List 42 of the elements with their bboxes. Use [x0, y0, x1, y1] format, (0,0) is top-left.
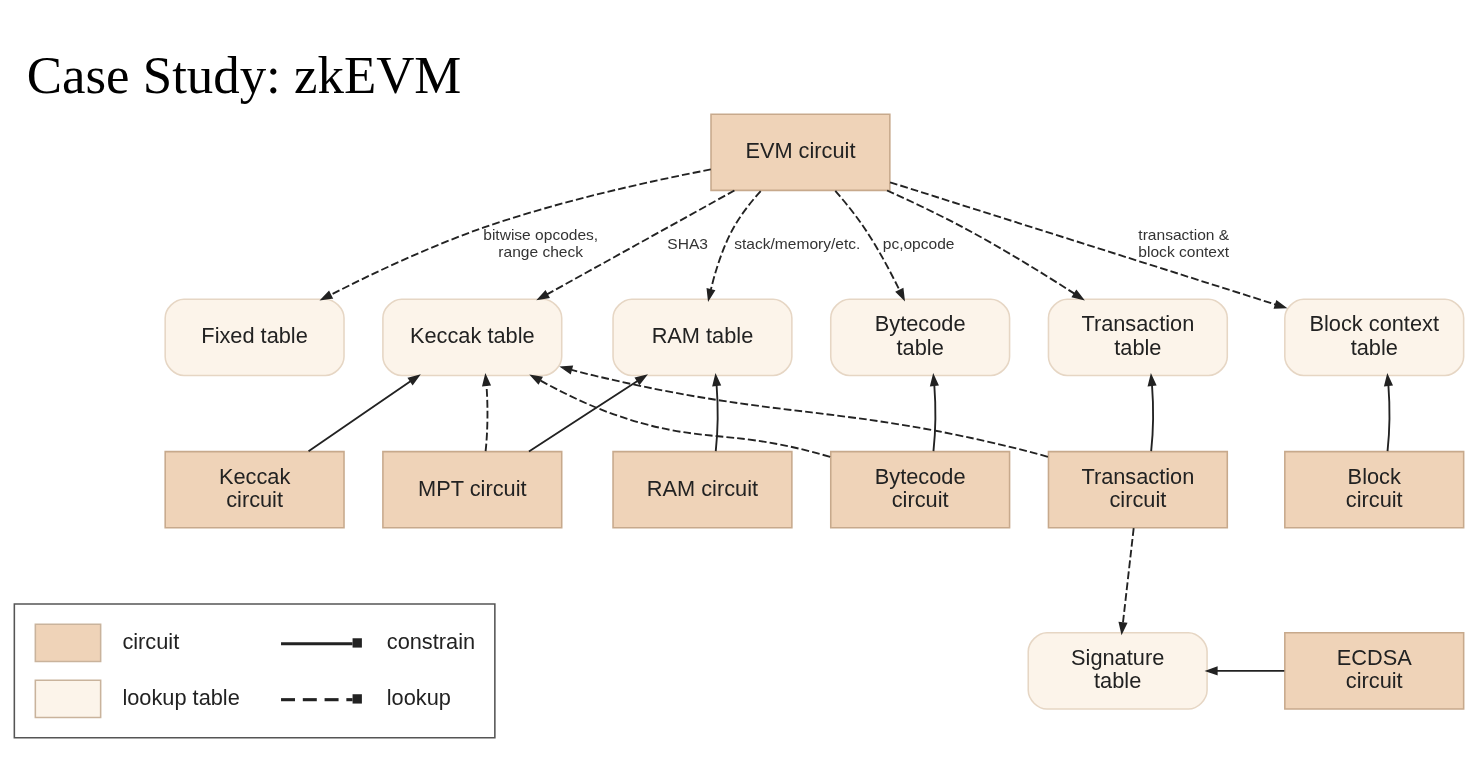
arrow: [307, 374, 421, 453]
node-box: EVM circuit: [710, 113, 891, 192]
node-box: RAM table: [612, 298, 793, 377]
legend-label: constrain: [386, 628, 476, 654]
arrow: [929, 373, 939, 453]
node-box: Transaction table: [1047, 298, 1229, 377]
node-box: Block circuit: [1284, 450, 1465, 529]
arrow: [706, 190, 762, 302]
arrow: [1204, 666, 1286, 676]
legend-label: lookup: [386, 684, 451, 710]
edge-label: SHA3: [667, 234, 708, 252]
arrow: [481, 373, 492, 453]
arrow: [319, 168, 712, 301]
node-box: Signature table: [1027, 632, 1208, 710]
node-box: Keccak circuit: [164, 450, 345, 529]
arrow: [712, 373, 722, 453]
arrow: [529, 374, 832, 458]
arrow: [536, 189, 736, 301]
arrow: [528, 374, 648, 453]
edge-label: transaction & block context: [1138, 226, 1230, 261]
arrow: [834, 189, 906, 302]
node-box: Bytecode table: [829, 298, 1011, 377]
node-box: MPT circuit: [382, 450, 563, 529]
arrow: [889, 181, 1288, 309]
diagram-title: Case Study: zkEVM: [26, 45, 462, 104]
edge-label: stack/memory/etc.: [734, 234, 861, 252]
node-box: ECDSA circuit: [1284, 632, 1465, 710]
legend-label: lookup table: [122, 684, 240, 710]
node-box: Bytecode circuit: [829, 450, 1011, 529]
node-box: Keccak table: [382, 298, 563, 377]
node-box: Transaction circuit: [1047, 450, 1229, 529]
node-box: RAM circuit: [612, 450, 793, 529]
arrow: [1383, 373, 1394, 453]
arrow: [1147, 373, 1157, 453]
legend-label: circuit: [122, 628, 180, 654]
arrow: [1118, 527, 1135, 636]
edge-label: bitwise opcodes, range check: [483, 226, 599, 261]
node-box: Block context table: [1284, 298, 1465, 377]
edge-label: pc,opcode: [882, 234, 955, 252]
arrow: [886, 189, 1085, 301]
node-box: Fixed table: [164, 298, 345, 377]
arrow: [559, 365, 1049, 458]
